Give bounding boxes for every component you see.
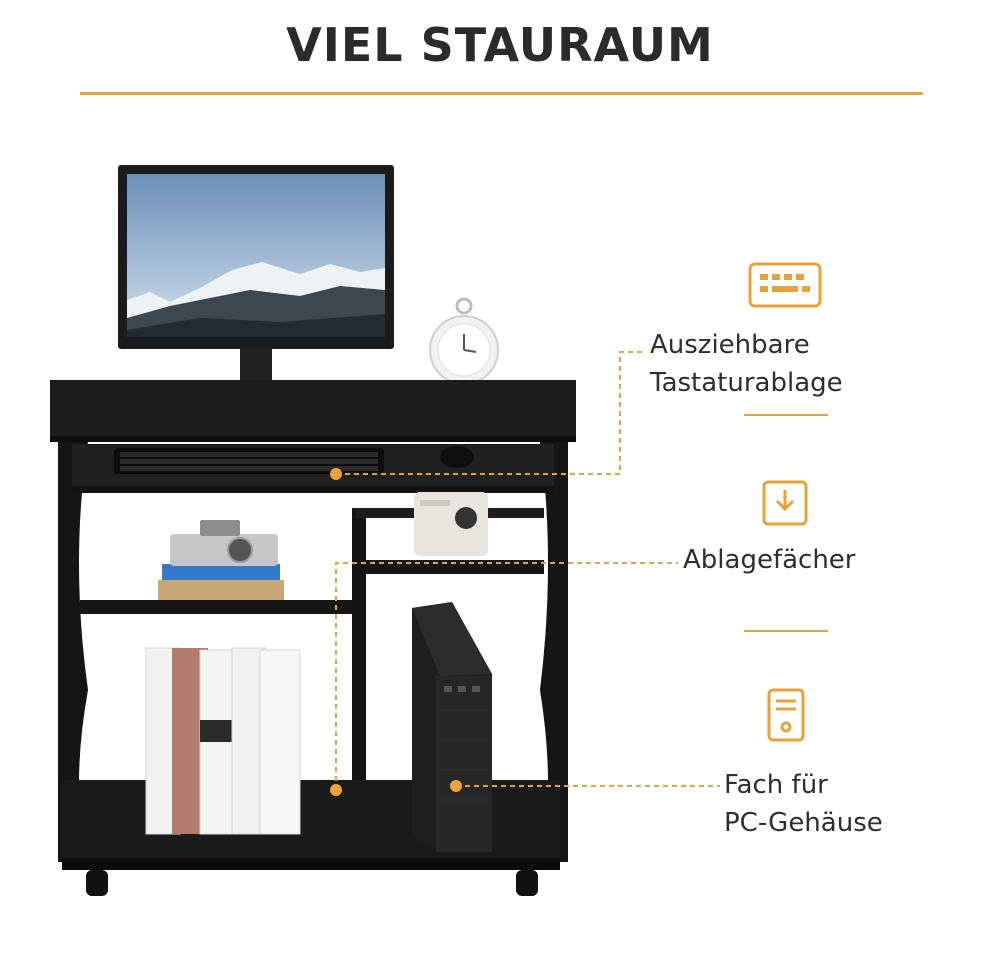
pc-tower (412, 602, 492, 852)
desk-left-side (58, 442, 88, 862)
alarm-clock (429, 297, 499, 385)
download-tray-icon (762, 480, 808, 526)
feature-keyboard-line2: Tastaturablage (650, 368, 843, 398)
monitor (118, 165, 394, 406)
casters (86, 870, 538, 896)
callout-dots (330, 468, 462, 796)
feature-keyboard-line1: Ausziehbare (650, 330, 810, 360)
feature-pc-line1: Fach für (724, 770, 828, 800)
page-title: VIEL STAURAUM (286, 18, 714, 72)
projector (414, 492, 488, 556)
title-underline (80, 92, 923, 95)
desk-top (50, 380, 576, 442)
separator-2 (744, 630, 828, 632)
center-divider (352, 508, 366, 844)
feature-pc-line2: PC-Gehäuse (724, 808, 883, 838)
keyboard-tray (72, 444, 554, 493)
desk-right-side (540, 442, 568, 862)
left-middle-shelf (80, 600, 356, 614)
feature-shelves-label: Ablagefächer (683, 545, 856, 575)
separator-1 (744, 414, 828, 416)
callout-lines (335, 351, 720, 790)
camera-on-books (158, 520, 284, 600)
large-books (145, 647, 301, 835)
pc-tower-icon (767, 688, 805, 742)
keyboard-icon (748, 262, 822, 308)
